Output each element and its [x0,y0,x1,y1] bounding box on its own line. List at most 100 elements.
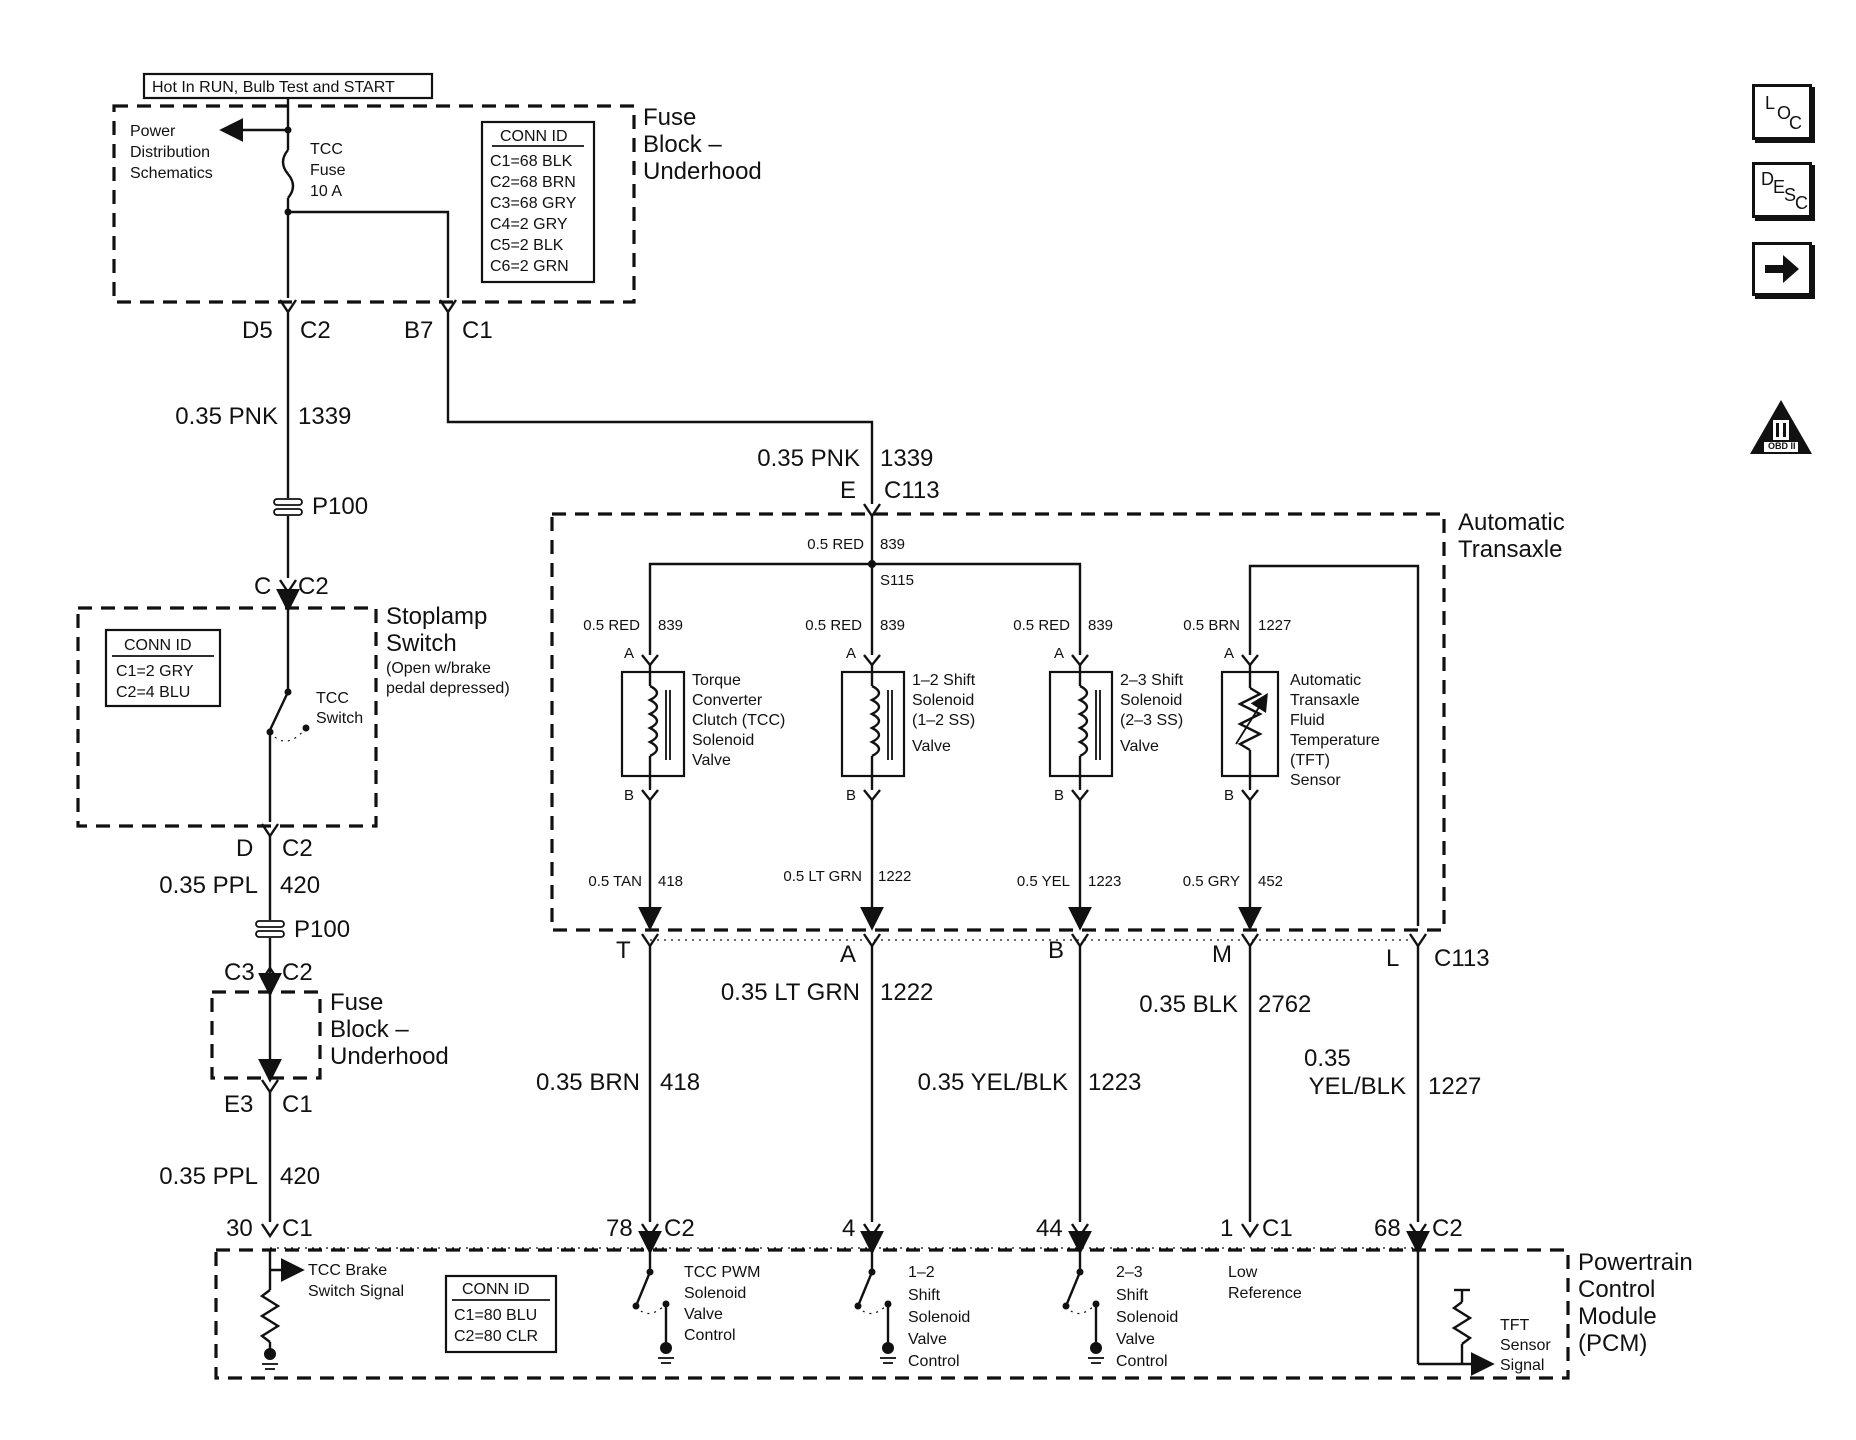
wire-color-label: 0.35 YEL/BLK [918,1069,1068,1096]
wire-color-label: 0.5 GRY [1183,873,1240,890]
tft-sensor-label: Automatic [1290,672,1361,689]
pin-label: A [1054,645,1064,662]
shift-1-2-driver [854,1230,896,1364]
shift-solenoid-1-2 [840,654,906,802]
tcc-pwm-driver [632,1230,674,1364]
connector-label: C1 [282,1215,313,1242]
wire-color-label: 0.35 PPL [159,872,258,899]
tcc-solenoid [620,654,686,802]
pin-label: B7 [404,317,433,344]
connector-symbol [279,579,297,595]
wire-839-bus [648,562,1082,655]
tcc-solenoid-label: Clutch (TCC) [692,712,785,729]
description-button-letter: D [1761,169,1774,189]
shift-2-3-control-label: 2–3 [1116,1264,1143,1281]
shift-solenoid-1-2-label: Valve [912,738,951,755]
shift-2-3-control-label: Solenoid [1116,1309,1178,1326]
connector-symbol [439,299,457,330]
ground-icon [882,1342,894,1354]
power-distribution-label: Distribution [130,144,210,161]
conn-id-row: C1=80 BLU [454,1307,537,1324]
conn-id-row: C4=2 GRY [490,216,568,233]
wire-color-label: 0.5 TAN [588,873,642,890]
wire-color-label: 0.5 RED [805,617,862,634]
tcc-switch-label: Switch [316,710,363,727]
splice-pack-icon [255,920,285,938]
conn-id-row: C2=80 CLR [454,1328,538,1345]
arrow-right-icon [1765,255,1799,283]
circuit-number-label: 418 [660,1069,700,1096]
connector-label: C2 [298,573,329,600]
pin-label: 1 [1220,1215,1233,1242]
circuit-number-label: 1223 [1088,1069,1141,1096]
circuit-number-label: 1227 [1258,617,1291,634]
automatic-transaxle-box [550,512,1446,932]
tcc-fuse-label: Fuse [310,162,346,179]
tcc-solenoid-label: Solenoid [692,732,754,749]
location-button[interactable]: L O C [1752,84,1812,140]
ground-icon [1090,1342,1102,1354]
connector-symbol [1409,1223,1427,1239]
shift-solenoid-2-3-label: Solenoid [1120,692,1182,709]
tcc-fuse-label: TCC [310,141,343,158]
tft-sensor-label: Fluid [1290,712,1325,729]
connector-label: C113 [884,477,940,504]
circuit-number-label: 839 [1088,617,1113,634]
pin-label: A [1224,645,1234,662]
coil-icon [869,684,881,758]
fuse-block-title: Block – [643,131,722,158]
pin-label: B [1054,787,1064,804]
circuit-number-label: 1222 [878,868,911,885]
pin-label: D5 [242,317,273,344]
brake-signal-label: Switch Signal [308,1283,404,1300]
tcc-switch-icon [268,691,290,731]
conn-id-title: CONN ID [124,637,192,654]
low-reference-label: Reference [1228,1285,1302,1302]
pin-label: C [254,573,271,600]
transaxle-title: Automatic [1458,509,1565,536]
wire-color-label: 0.35 BLK [1139,991,1238,1018]
location-button-letter: L [1765,93,1776,113]
pin-label: A [840,941,856,968]
circuit-number-label: 1227 [1428,1073,1481,1100]
description-button[interactable]: D E S C [1752,162,1812,218]
wire-color-label: 0.5 RED [807,536,864,553]
splice-pack-label: P100 [294,916,350,943]
shift-1-2-control-label: Shift [908,1287,941,1304]
pcm-box [214,1248,1570,1380]
connector-label: C1 [282,1091,313,1118]
pin-label: 30 [226,1215,253,1242]
wire-color-label: 0.5 RED [583,617,640,634]
obd-ii-button[interactable]: OBD II [1748,398,1814,456]
wire-color-label: 0.35 LT GRN [721,979,860,1006]
switch-icon [856,1271,874,1307]
tcc-pwm-label: Valve [684,1306,723,1323]
shift-2-3-control-label: Valve [1116,1331,1155,1348]
resistor-icon [1451,1301,1473,1345]
switch-conn-id-box [104,628,222,708]
circuit-number-label: 1339 [298,403,351,430]
fuse-block-title: Fuse [643,104,696,131]
connector-label: C2 [282,835,313,862]
fuse-icon [281,149,295,199]
switch-travel [269,727,307,742]
shift-1-2-control-label: Valve [908,1331,947,1348]
pin-label: A [624,645,634,662]
pcm-conn-id-box [444,1274,558,1354]
conn-id-row: C2=4 BLU [116,684,190,701]
pin-label: C3 [224,959,255,986]
next-page-button[interactable] [1752,242,1812,296]
shift-solenoid-1-2-label: (1–2 SS) [912,712,975,729]
wire [288,210,450,298]
conn-id-row: C3=68 GRY [490,195,577,212]
tft-sensor-label: Temperature [1290,732,1380,749]
pin-label: E3 [224,1091,253,1118]
connector-symbol [863,933,881,949]
tcc-pwm-label: Control [684,1327,736,1344]
pin-label: A [846,645,856,662]
brake-signal-label: TCC Brake [308,1262,387,1279]
pin-label: L [1386,945,1399,972]
conn-id-row: C1=68 BLK [490,153,573,170]
pin-label: 4 [842,1215,855,1242]
connector-symbol [1409,933,1427,949]
